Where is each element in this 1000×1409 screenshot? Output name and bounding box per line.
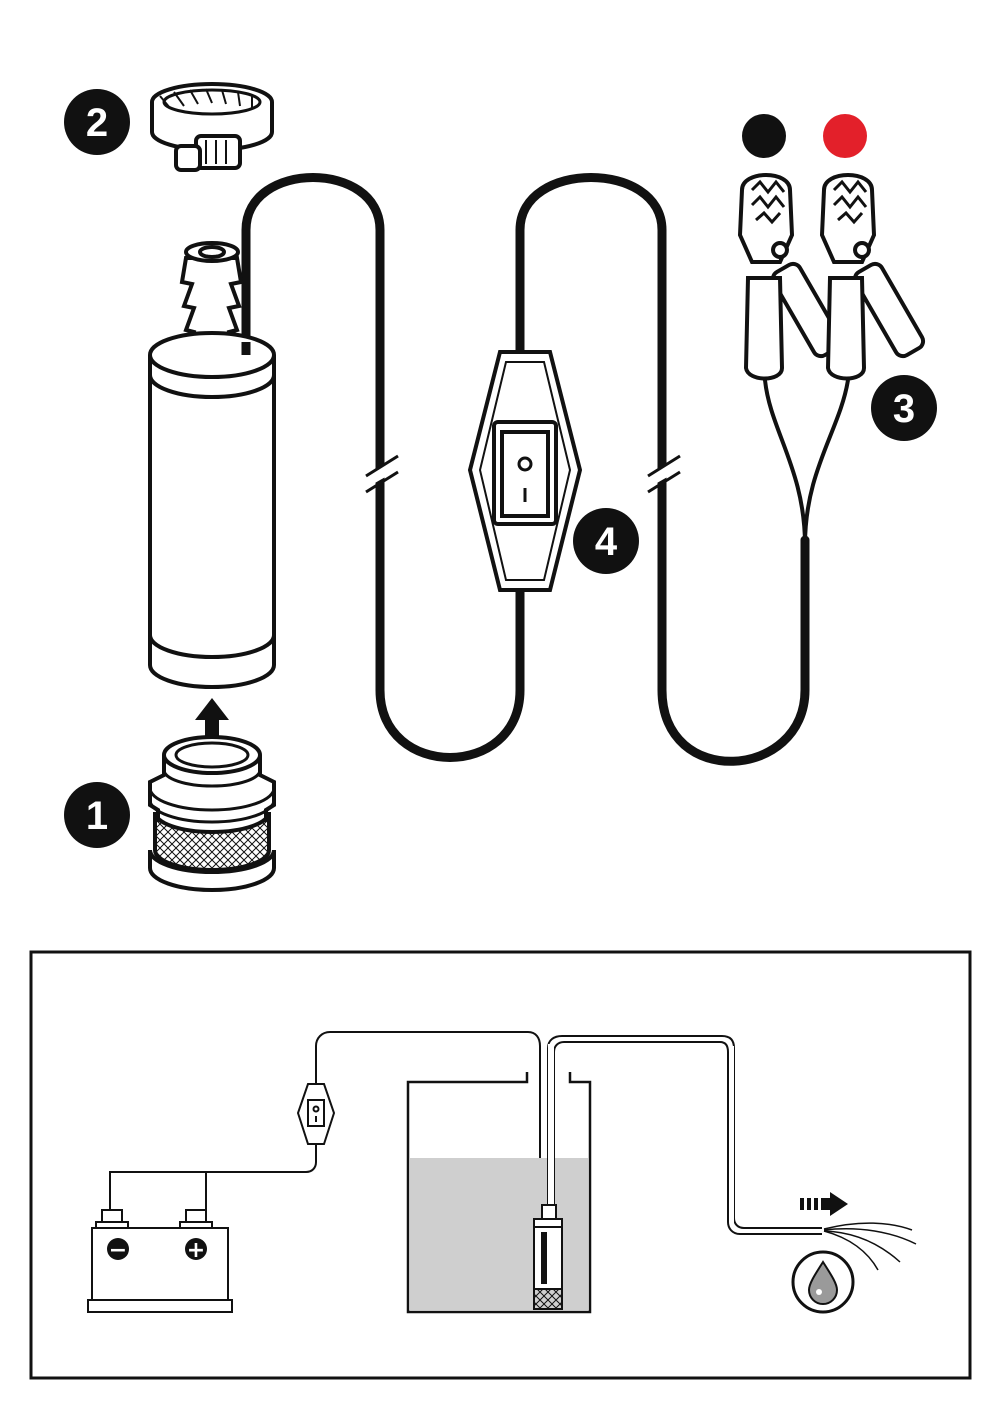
liquid-spray bbox=[823, 1222, 917, 1271]
callout-4: 4 bbox=[573, 508, 639, 574]
drop-icon bbox=[791, 1250, 855, 1314]
clamp-wires bbox=[763, 379, 850, 546]
alligator-clamp-positive bbox=[819, 173, 926, 381]
alligator-clamp-negative bbox=[737, 173, 844, 381]
svg-text:+: + bbox=[187, 1238, 205, 1263]
arrow-right-icon bbox=[800, 1192, 848, 1216]
negative-indicator-dot bbox=[742, 114, 786, 158]
callout-3: 3 bbox=[871, 375, 937, 441]
submerged-pump bbox=[533, 1204, 563, 1310]
svg-text:4: 4 bbox=[595, 520, 618, 564]
cable-break-left bbox=[365, 454, 399, 494]
filter-strainer bbox=[148, 735, 276, 892]
hose-clamp bbox=[150, 82, 274, 172]
callout-1: 1 bbox=[64, 782, 130, 848]
svg-text:1: 1 bbox=[86, 794, 108, 838]
pump-body bbox=[148, 241, 276, 689]
mini-switch bbox=[296, 1083, 336, 1145]
outlet-hose bbox=[547, 1035, 822, 1235]
positive-indicator-dot bbox=[823, 114, 867, 158]
inline-switch bbox=[467, 350, 583, 592]
battery-positive-terminal-icon: + bbox=[185, 1238, 207, 1263]
power-cable bbox=[241, 173, 810, 766]
cable-break-right bbox=[647, 454, 681, 494]
battery-negative-terminal-icon: − bbox=[107, 1238, 129, 1263]
callout-2: 2 bbox=[64, 89, 130, 155]
svg-text:2: 2 bbox=[86, 101, 108, 145]
svg-text:−: − bbox=[109, 1238, 127, 1263]
svg-text:3: 3 bbox=[893, 387, 915, 431]
usage-wiring bbox=[109, 1031, 541, 1214]
